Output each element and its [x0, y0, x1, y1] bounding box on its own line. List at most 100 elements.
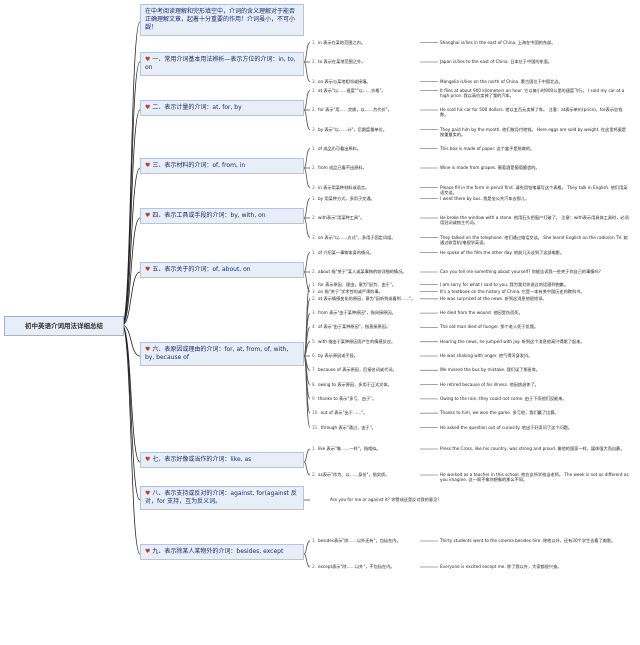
item-text: by 表示"以……计"，后跟度量单位。: [318, 126, 387, 132]
topic-c3[interactable]: ♥三、表示材料的介词：of, from, in: [140, 158, 304, 174]
item-text: at 表示情感变化的原因，意为"因听到或看到……"。: [318, 295, 416, 301]
example-sentence: Thanks to him, we won the game. 多亏他，我们赢了…: [440, 410, 559, 416]
item-number: 3.: [312, 234, 316, 240]
item-text: out of 表示"出于……"。: [320, 410, 368, 416]
item-number: 2.: [312, 107, 316, 112]
subtopic-item[interactable]: 1.for 表示原因、理由，意为"因为、由于"。: [312, 282, 396, 287]
subtopic-item[interactable]: 8.owing to 表示原因，多用于正式文体。: [312, 382, 392, 387]
item-text: for 表示"用……交换，以……为代价"。: [318, 107, 392, 112]
topic-title: 七、表示好像或当作的介词：like, as: [152, 456, 252, 463]
subtopic-item[interactable]: 1.at 表示"以……速度""以……价格"。: [312, 88, 386, 93]
topic-c9[interactable]: ♥九、表示除某人某物外的介词：besides, except: [140, 544, 304, 560]
subtopic-item[interactable]: 2.from 成品已看不出原料。: [312, 165, 367, 170]
topic-c4[interactable]: ♥四、表示工具或手段的介词：by, with, on: [140, 208, 304, 224]
topic-title: 一、常用介词基本用法辨析—表示方位的介词：in, to, on: [145, 56, 296, 71]
example-sentence: I went there by bus. 我是坐公共汽车去那儿。: [440, 195, 530, 201]
example-sentence: They talked on the telephone. 他们通过电话交谈。 …: [440, 234, 628, 245]
topic-title: 八、表示支持或反对的介词：against, for(against 反对，for…: [145, 490, 297, 505]
topic-c6[interactable]: ♥六、表原因或理由的介词：for, at, from, of, with, by…: [140, 342, 304, 366]
example-sentence: He spoke of the film the other day. 他前几天…: [440, 249, 565, 255]
subtopic-item[interactable]: 4.of 表示"由于某种原因"，指直接原因。: [312, 324, 390, 329]
subtopic-item[interactable]: 3.from 表示"由于某种原因"，指间接原因。: [312, 310, 396, 315]
subtopic-item[interactable]: 3.on 指"关于"学术性的或严肃的事。: [312, 289, 383, 294]
heart-icon: ♥: [145, 346, 151, 353]
item-number: 3.: [312, 288, 316, 294]
subtopic-item[interactable]: 5.with 指由于某种原因而产生的情感反应。: [312, 339, 395, 344]
topic-c8[interactable]: ♥八、表示支持或反对的介词：against, for(against 反对，fo…: [140, 486, 304, 510]
subtopic-item[interactable]: 2.as表示"作为、以……身份"，指实质。: [312, 472, 389, 477]
example-sentence: He asked the question out of curiosity. …: [440, 424, 573, 430]
example-sentence: This box is made of paper. 这个盒子是纸做的。: [440, 145, 535, 151]
example-sentence: Japan is/lies to the east of China. 日本位于…: [440, 59, 553, 64]
example-sentence: Please fill in the form in pencil first.…: [440, 184, 628, 195]
example-sentence: He sold his car for 500 dollars. 他以五百元卖掉…: [440, 107, 623, 118]
subtopic-item[interactable]: 1.in 表示在某地范围之内。: [312, 40, 365, 45]
item-text: on 表示"以……方式"，多用于固定词组。: [318, 234, 396, 240]
example-sentence: He died from the wound. 他因受伤而死。: [440, 310, 523, 316]
root-node[interactable]: 初中英语介词用法详细总结: [4, 316, 124, 336]
topic-c1[interactable]: ♥一、常用介词基本用法辨析—表示方位的介词：in, to, on: [140, 52, 304, 76]
subtopic-item[interactable]: 1.by 用某种方式，多用于交通。: [312, 196, 375, 201]
item-number: 1.: [312, 446, 316, 451]
heart-icon: ♥: [145, 456, 151, 463]
item-text: thanks to 表示"多亏、由于"。: [318, 395, 377, 401]
subtopic-item[interactable]: 3.on 表示"以……方式"，多用于固定词组。: [312, 235, 395, 240]
item-number: 10.: [312, 410, 319, 416]
item-text: except表示"除……以外"，不包括在内。: [318, 564, 395, 569]
item-text: of 成品仍可看出原料。: [318, 145, 362, 151]
topic-c7[interactable]: ♥七、表示好像或当作的介词：like, as: [140, 452, 304, 468]
example-sentence: He worked as a teacher in this school. 他…: [440, 472, 629, 483]
item-number: 1.: [312, 281, 316, 287]
item-text: through 表示"通过，由于"。: [320, 424, 376, 430]
example-sentence: They paid him by the month. 他们按月付他钱。 Her…: [440, 126, 626, 137]
item-text: as表示"作为、以……身份"，指实质。: [318, 472, 390, 477]
item-text: in 表示用某种材料或语言。: [318, 184, 370, 190]
item-text: to 表示在某地范围之外。: [318, 59, 366, 64]
subtopic-item[interactable]: 3.in 表示用某种材料或语言。: [312, 185, 369, 190]
subtopic-item[interactable]: 2.about 指"关于"某人或某事物的较详细的情况。: [312, 269, 406, 274]
item-number: 2.: [312, 269, 316, 274]
subtopic-item[interactable]: 1.of 成品仍可看出原料。: [312, 146, 361, 151]
subtopic-item[interactable]: 2.except表示"除……以外"，不包括在内。: [312, 564, 395, 569]
item-text: from 表示"由于某种原因"，指间接原因。: [318, 310, 396, 316]
item-number: 1.: [312, 145, 316, 151]
example-sentence: He retired because of his illness. 他因病退休…: [440, 381, 539, 387]
example-sentence: He broke the window with a stone. 他用石头把窗…: [440, 215, 629, 226]
topic-c5[interactable]: ♥五、表示关于的介词：of, about, on: [140, 262, 304, 278]
subtopic-item[interactable]: 1.of 介绍某一事物本身的情况。: [312, 250, 374, 255]
topic-c2[interactable]: ♥二、表示计量的介词：at, for, by: [140, 100, 304, 116]
topic-title: 四、表示工具或手段的介词：by, with, on: [152, 212, 266, 219]
subtopic-item[interactable]: 7.because of 表示原因，后接名词或代词。: [312, 367, 397, 372]
item-number: 2.: [312, 165, 316, 170]
example-sentence: Are you for me or against it? 你赞成还是反对我的意…: [330, 497, 442, 502]
topic-intro[interactable]: 在中考阅读理解和完形填空中，介词的含义理解对于能否正确理解文章，起着十分重要的作…: [140, 4, 304, 36]
topic-title: 二、表示计量的介词：at, for, by: [152, 104, 242, 111]
item-number: 2.: [312, 564, 316, 569]
item-number: 7.: [312, 367, 316, 373]
item-number: 6.: [312, 353, 316, 358]
subtopic-item[interactable]: 2.to 表示在某地范围之外。: [312, 59, 365, 64]
subtopic-item[interactable]: 10.out of 表示"出于……"。: [312, 410, 367, 415]
subtopic-item[interactable]: 3.on 表示与某地相邻或接壤。: [312, 79, 371, 84]
item-number: 2.: [312, 295, 316, 301]
subtopic-item[interactable]: 2.at 表示情感变化的原因，意为"因听到或看到……"。: [312, 296, 415, 301]
subtopic-item[interactable]: 1.besides表示"除……以外还有"，包括在内。: [312, 538, 401, 543]
subtopic-item[interactable]: 2.with表示"用某种工具"。: [312, 215, 364, 220]
item-text: owing to 表示原因，多用于正式文体。: [318, 381, 392, 387]
subtopic-item[interactable]: 1.like 表示"像……一样"，指相似。: [312, 446, 381, 451]
example-sentence: He was shaking with anger. 他气得浑身发抖。: [440, 353, 533, 358]
subtopic-item[interactable]: 9.thanks to 表示"多亏、由于"。: [312, 396, 376, 401]
heart-icon: ♥: [145, 162, 151, 169]
item-text: by 用某种方式，多用于交通。: [318, 195, 375, 201]
heart-icon: ♥: [145, 104, 151, 111]
subtopic-item[interactable]: 3.by 表示"以……计"，后跟度量单位。: [312, 127, 387, 132]
example-sentence: We missed the bus by mistake. 我们误了那班车。: [440, 367, 541, 373]
item-text: of 表示"由于某种原因"，指直接原因。: [318, 324, 391, 330]
item-number: 8.: [312, 381, 316, 387]
subtopic-item[interactable]: 6.by 表示原因或手段。: [312, 353, 358, 358]
subtopic-item[interactable]: 2.for 表示"用……交换，以……为代价"。: [312, 107, 392, 112]
example-sentence: Press the Cross, like his country, was s…: [440, 446, 625, 451]
subtopic-item[interactable]: 11.through 表示"通过，由于"。: [312, 425, 376, 430]
item-text: like 表示"像……一样"，指相似。: [318, 446, 381, 451]
